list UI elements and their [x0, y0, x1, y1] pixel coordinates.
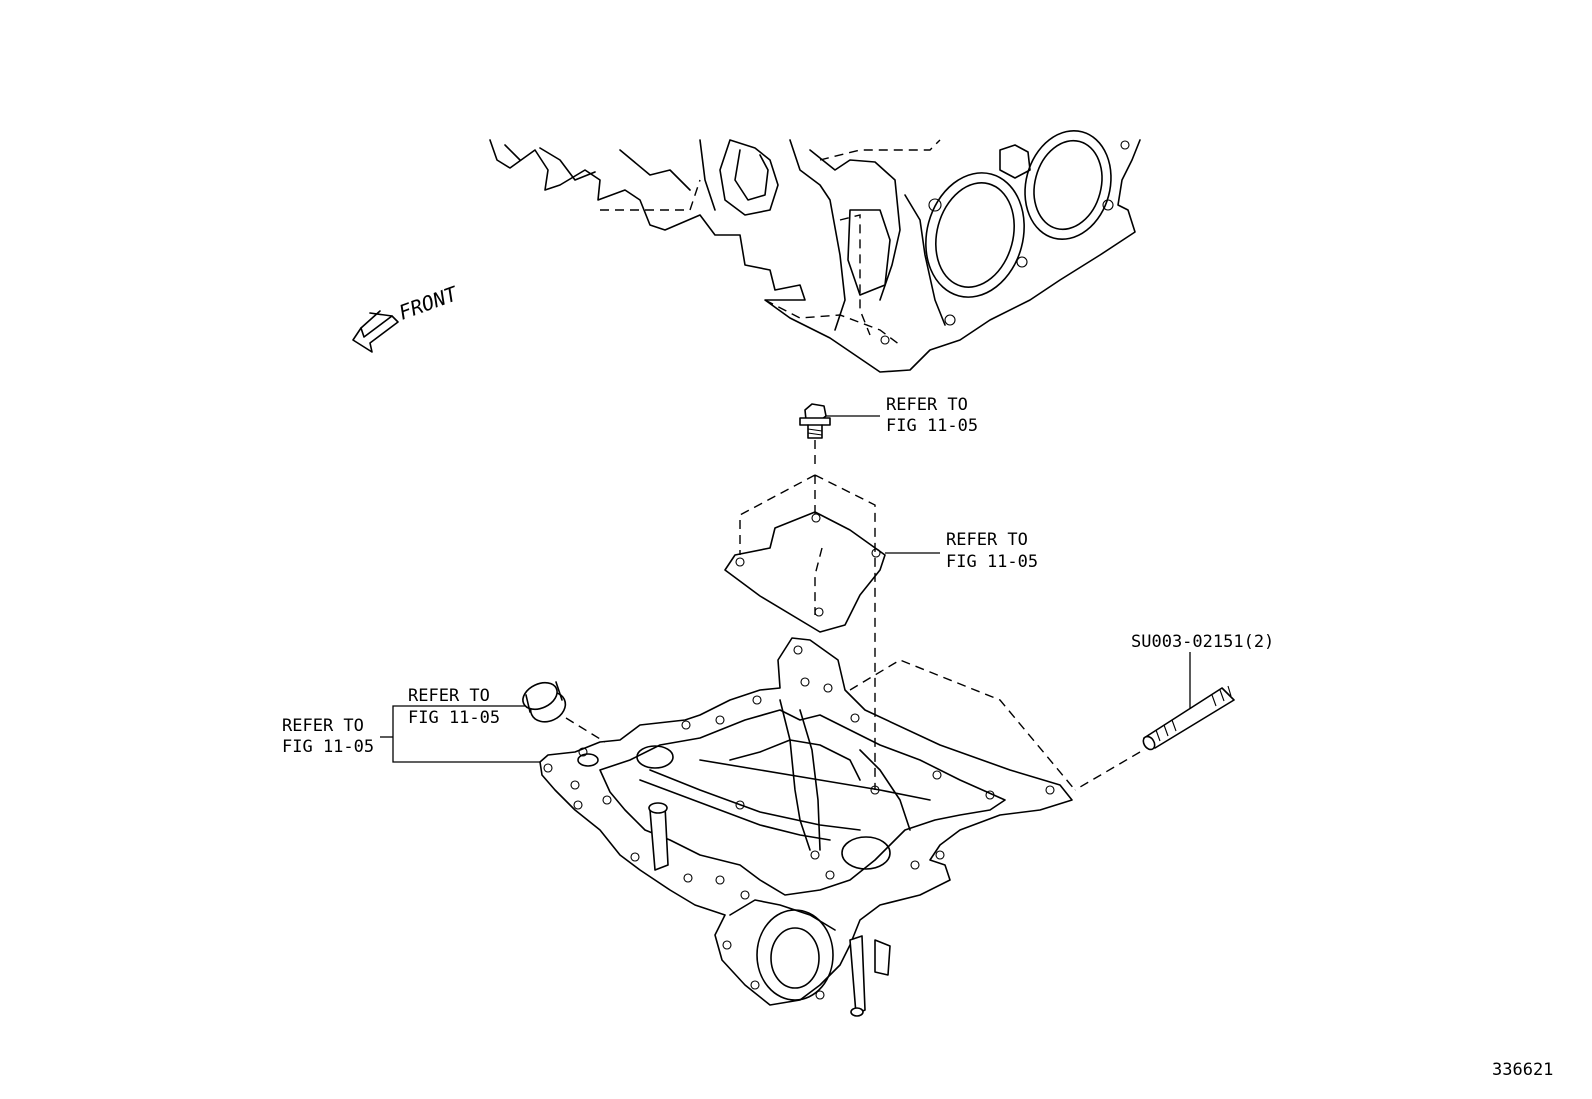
front-arrow-icon — [352, 315, 399, 353]
gasket-plate-part — [724, 474, 940, 790]
front-label: FRONT — [396, 281, 463, 325]
plug-callout-line1: REFER TO — [408, 686, 490, 706]
cylinder-block-illustration — [489, 129, 1141, 373]
figure-id: 336621 — [1492, 1060, 1553, 1080]
plug-part — [400, 681, 606, 743]
plug-callout-line2: FIG 11-05 — [408, 708, 500, 728]
stud-callout-label: SU003-02151(2) — [1131, 632, 1274, 652]
gasket-callout-line1: REFER TO — [946, 530, 1028, 550]
oil-pan-illustration — [539, 637, 1076, 1017]
stud-part — [1074, 652, 1235, 791]
bolt-callout-line2: FIG 11-05 — [886, 416, 978, 436]
oil-pan-callout-line1: REFER TO — [282, 716, 364, 736]
oil-pan-callout-line2: FIG 11-05 — [282, 737, 374, 757]
bolt-callout-line1: REFER TO — [886, 395, 968, 415]
bolt-part — [799, 403, 880, 470]
front-direction-indicator: FRONT — [352, 281, 463, 353]
gasket-callout-line2: FIG 11-05 — [946, 552, 1038, 572]
